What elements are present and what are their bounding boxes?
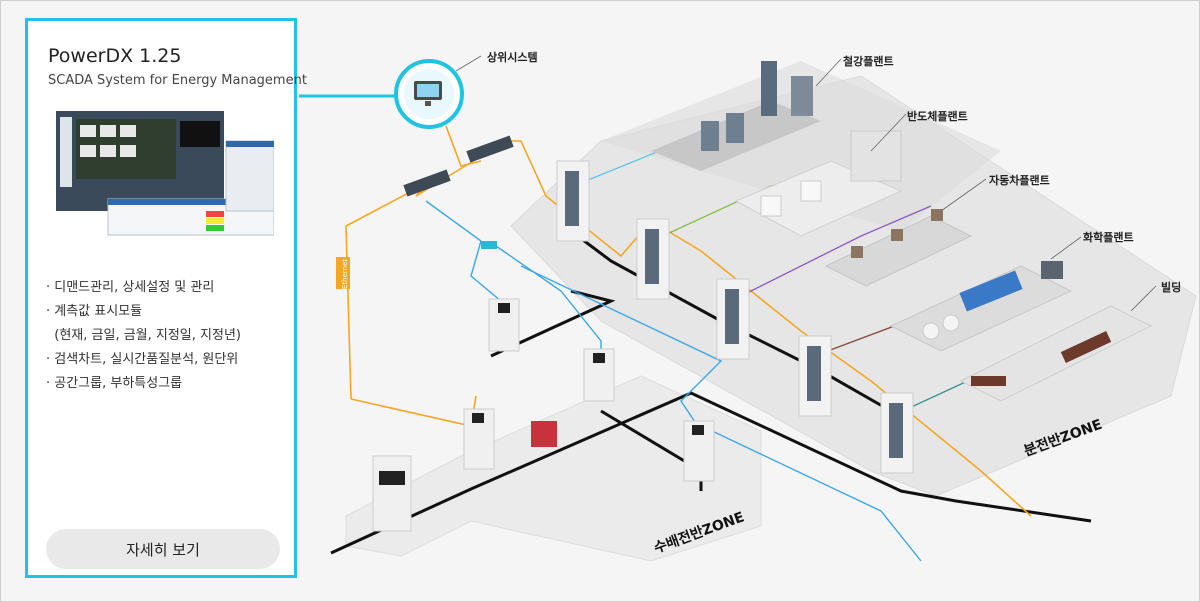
label-ethernet: Ethernet: [341, 259, 349, 289]
feature-item: · 공간그룹, 부하특성그룹: [46, 376, 183, 391]
product-title: PowerDX 1.25: [48, 45, 182, 67]
network-switch-1: [403, 169, 451, 197]
view-details-button[interactable]: 자세히 보기: [46, 529, 280, 569]
panel-cabinet-4: [683, 420, 715, 482]
label-chemical-plant: 화학플랜트: [1083, 230, 1134, 244]
plant-line-automotive: [720, 205, 932, 307]
label-automotive-plant: 자동차플랜트: [989, 173, 1050, 187]
distribution-panel-2: [636, 218, 670, 300]
panel-cabinet-2: [583, 348, 615, 402]
panel-cabinet-5: [372, 455, 412, 532]
ethernet-tag: [336, 257, 350, 289]
power-cable-main: [330, 391, 1092, 555]
panel-cabinet-3: [463, 408, 495, 470]
feature-item: · 계측값 표시모듈: [46, 304, 143, 319]
panel-cabinet-1: [488, 298, 520, 352]
product-info-panel: PowerDX 1.25 SCADA System for Energy Man…: [25, 18, 307, 578]
feature-item: · 검색차트, 실시간품질분석, 원단위: [46, 352, 239, 367]
signal-line-3: [520, 265, 723, 432]
feature-item: · 디맨드관리, 상세설정 및 관리: [46, 280, 215, 295]
label-steel-plant: 철강플랜트: [843, 54, 894, 68]
chemical-plant: [889, 261, 1073, 352]
label-building: 빌딩: [1161, 280, 1181, 294]
semiconductor-plant: [734, 130, 903, 237]
automotive-plant: [824, 209, 973, 287]
product-screenshot: [56, 111, 274, 236]
signal-line-4: [690, 420, 922, 562]
upper-platform: [601, 61, 1001, 231]
signal-line-1: [425, 200, 502, 302]
ethernet-line-up: [445, 125, 482, 167]
label-semiconductor-plant: 반도체플랜트: [907, 109, 968, 123]
network-device: [481, 241, 497, 249]
distribution-panel-4: [798, 335, 832, 417]
distribution-panel-3: [716, 278, 750, 360]
building: [959, 305, 1153, 402]
distribution-panel-5: [880, 392, 914, 474]
label-upper-system: 상위시스템: [487, 50, 538, 64]
distribution-panel-1: [556, 160, 590, 242]
receiving-zone-platform: [345, 375, 762, 562]
network-switch-2: [466, 135, 514, 163]
ethernet-line-field: [350, 395, 477, 427]
feature-list: · 디맨드관리, 상세설정 및 관리 · 계측값 표시모듈 (현재, 금일, 금…: [46, 276, 241, 396]
red-unit: [531, 421, 557, 447]
power-cable-branch-1: [490, 289, 616, 358]
steel-plant: [651, 61, 821, 171]
feature-item: (현재, 금일, 금월, 지정일, 지정년): [46, 328, 241, 343]
product-subtitle: SCADA System for Energy Management: [48, 73, 307, 88]
